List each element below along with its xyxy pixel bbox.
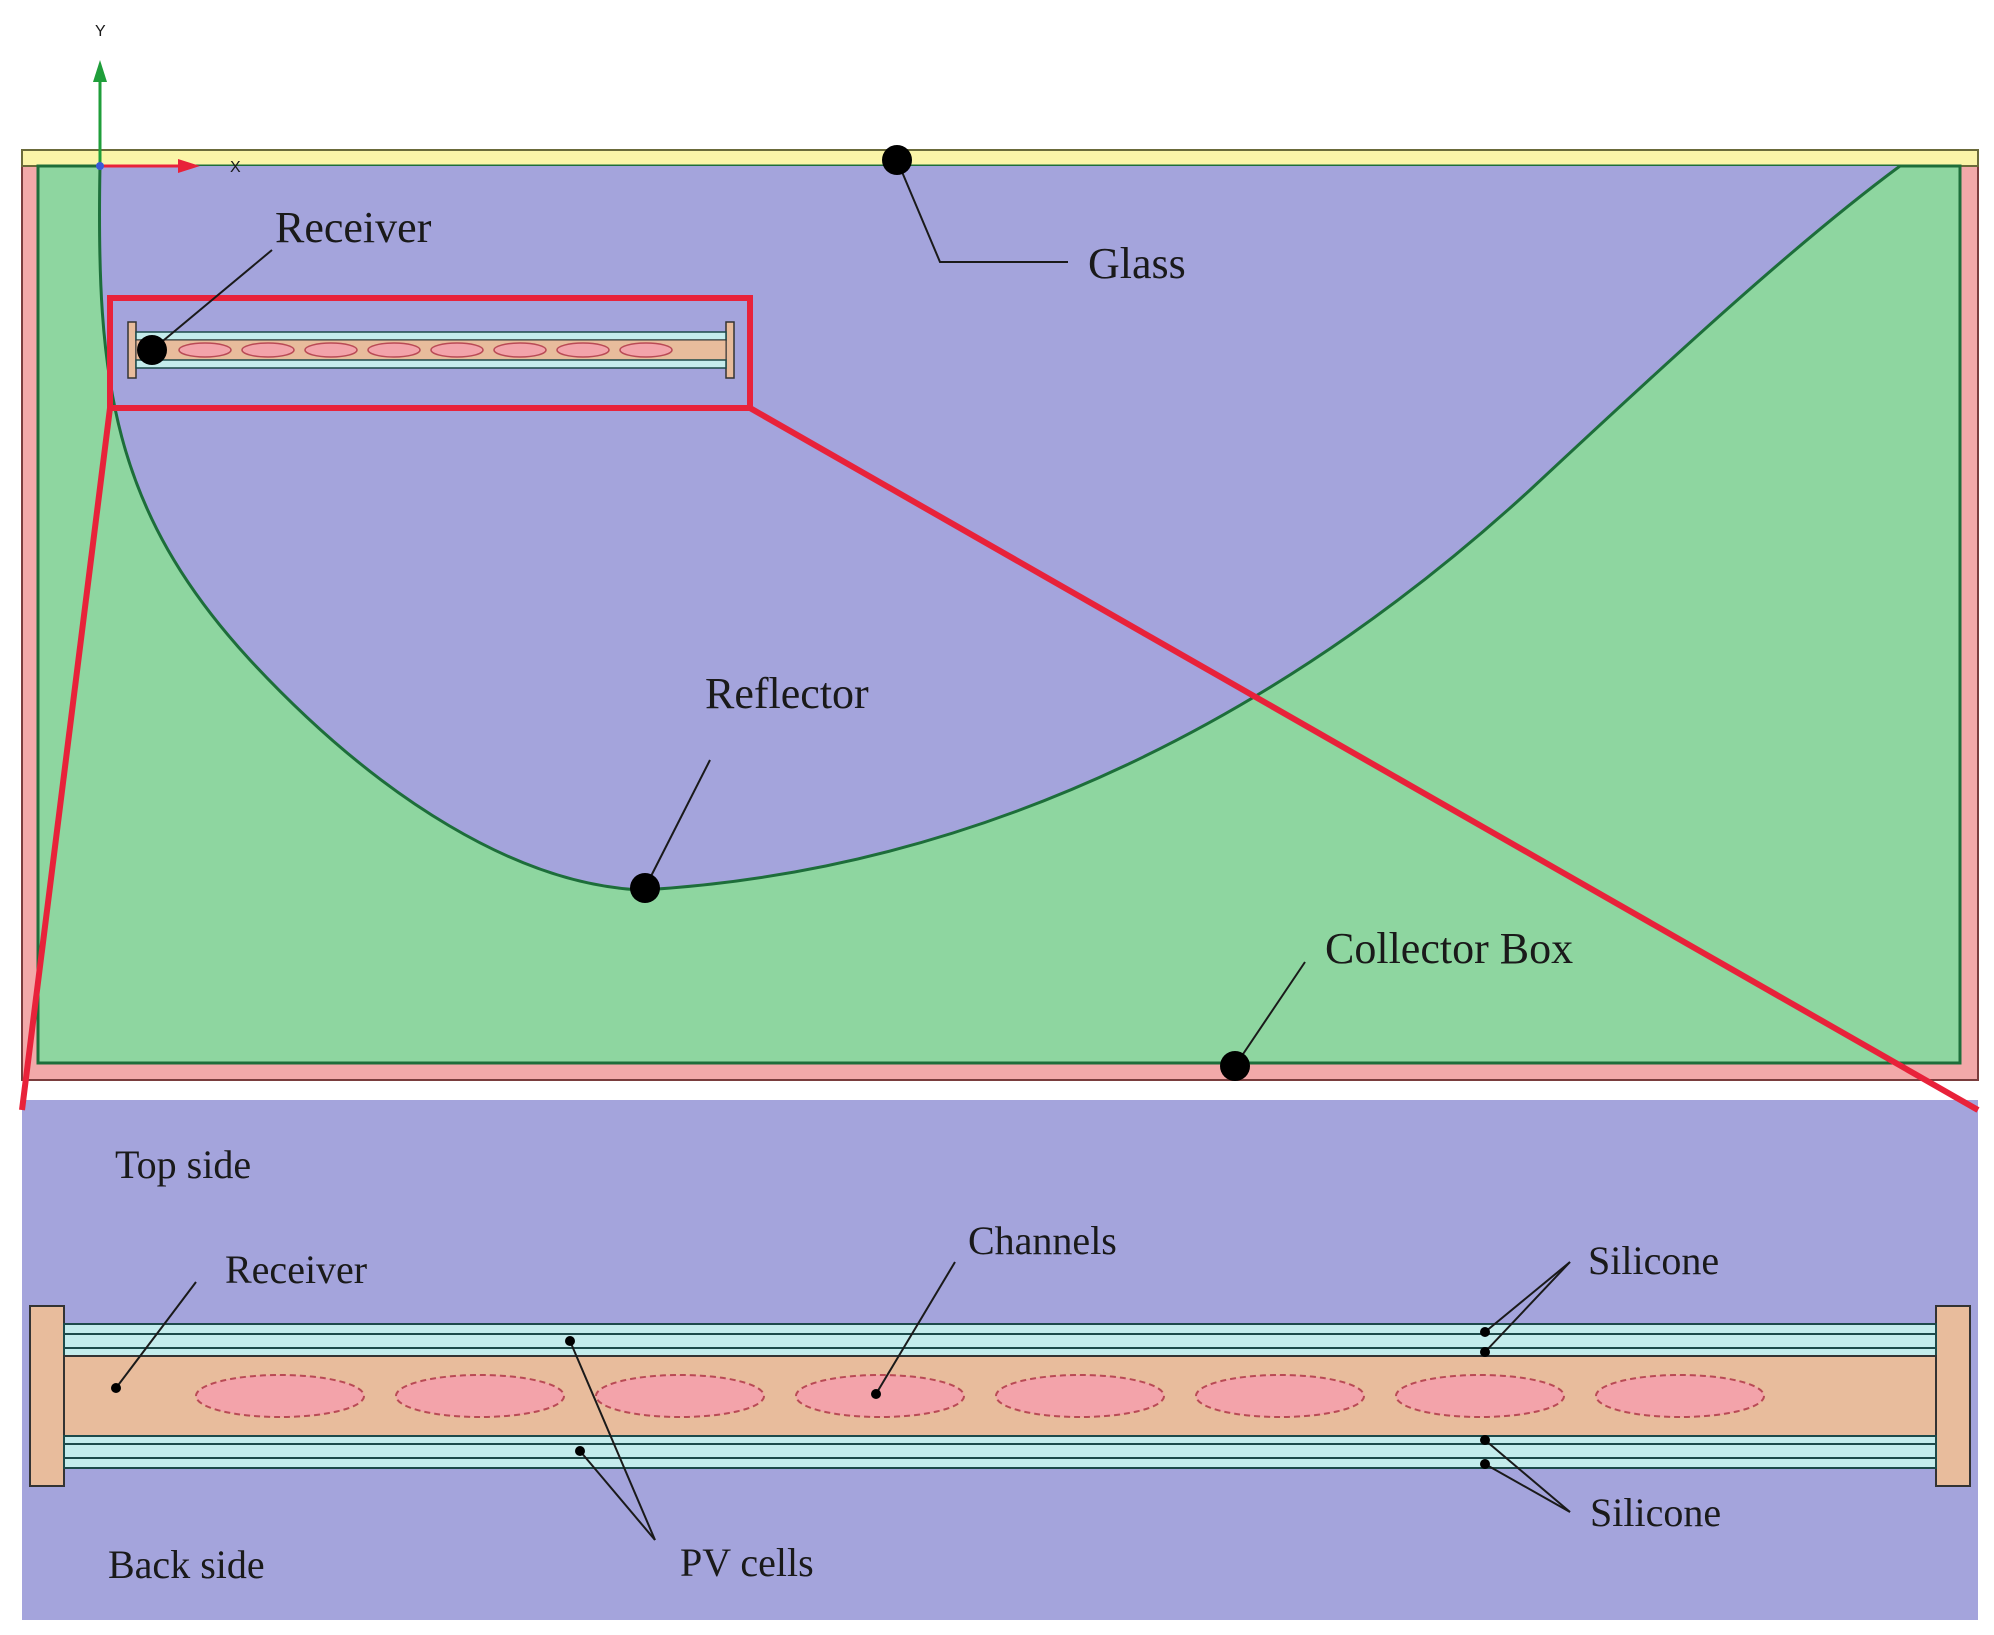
small-channel-ellipse-1 [178, 342, 232, 358]
zoom-highlight-box [107, 295, 753, 411]
detail-annotations [111, 1261, 1571, 1541]
label-receiver-detail: Receiver [225, 1247, 367, 1292]
channels-leader [875, 1261, 956, 1395]
x-axis-arrow-icon [178, 159, 200, 173]
channel-ellipse-8 [1595, 1374, 1765, 1418]
silicone-bottom-dot-1 [1480, 1435, 1490, 1445]
small-channel-ellipse-7 [556, 342, 610, 358]
axis-origin [96, 162, 104, 170]
reflector-leader [644, 759, 711, 889]
coordinate-axes: Y X [93, 23, 241, 176]
zoom-line-left [19, 407, 113, 1111]
pv-cells-top [63, 1333, 1937, 1349]
silicone-bottom-leader-2 [1484, 1463, 1571, 1513]
channels-dot [871, 1389, 881, 1399]
label-silicone-top: Silicone [1588, 1238, 1719, 1283]
glass-marker [882, 145, 912, 175]
glass-leader [896, 159, 1068, 263]
receiver-leader [151, 249, 273, 351]
pv-cells-leader-top [569, 1340, 656, 1541]
x-axis-label: X [230, 159, 241, 176]
receiver-detail-dot [111, 1383, 121, 1393]
receiver-end-cap-left [29, 1305, 65, 1487]
label-receiver-top: Receiver [275, 203, 432, 252]
small-channel-ellipse-3 [304, 342, 358, 358]
channel-ellipse-6 [1195, 1374, 1365, 1418]
zoom-line-right [748, 405, 1980, 1113]
channel-ellipse-7 [1395, 1374, 1565, 1418]
silicone-top-dot-1 [1480, 1327, 1490, 1337]
pv-cells-dot-top [565, 1336, 575, 1346]
label-reflector: Reflector [705, 669, 869, 718]
silicone-layer-bottom-inner [63, 1435, 1937, 1445]
text-labels: Receiver Glass Reflector Collector Box T… [108, 203, 1721, 1587]
receiver-end-cap-right [1935, 1305, 1971, 1487]
detail-channels-group [195, 1374, 1765, 1418]
silicone-top-dot-2 [1480, 1347, 1490, 1357]
small-channel-ellipse-5 [430, 342, 484, 358]
silicone-bottom-dot-2 [1480, 1459, 1490, 1469]
y-axis-label: Y [95, 23, 106, 40]
receiver-detail-panel [22, 1100, 1978, 1620]
reflector-curve [97, 164, 1901, 892]
label-glass: Glass [1088, 239, 1186, 288]
label-silicone-bottom: Silicone [1590, 1490, 1721, 1535]
silicone-layer-top-inner [63, 1347, 1937, 1357]
collector-box-marker [1220, 1051, 1250, 1081]
pv-cells-bottom [63, 1443, 1937, 1459]
label-pv-cells: PV cells [680, 1540, 814, 1585]
receiver-detail-leader [115, 1281, 197, 1389]
pv-cells-dot-bottom [575, 1446, 585, 1456]
top-annotations [137, 145, 1306, 1081]
silicone-top-leader-2 [1484, 1261, 1571, 1353]
small-channel-ellipse-8 [619, 342, 673, 358]
small-channel-ellipse-6 [493, 342, 547, 358]
label-back-side: Back side [108, 1542, 265, 1587]
receiver-marker [137, 335, 167, 365]
pv-cells-leader-bottom [579, 1450, 656, 1541]
glass-cover [21, 149, 1979, 167]
receiver-small [127, 321, 735, 379]
channel-ellipse-3 [595, 1374, 765, 1418]
small-channel-ellipse-2 [241, 342, 295, 358]
collector-box-leader [1234, 961, 1306, 1067]
silicone-bottom-leader-1 [1484, 1439, 1571, 1513]
small-channels-group [178, 342, 673, 358]
channel-ellipse-5 [995, 1374, 1165, 1418]
label-channels: Channels [968, 1218, 1117, 1263]
y-axis-arrow-icon [93, 60, 107, 82]
channel-ellipse-2 [395, 1374, 565, 1418]
label-top-side: Top side [115, 1142, 251, 1187]
silicone-layer-top-outer [63, 1323, 1937, 1335]
channel-ellipse-1 [195, 1374, 365, 1418]
label-collector-box: Collector Box [1325, 924, 1573, 973]
small-channel-ellipse-4 [367, 342, 421, 358]
zoom-connector-lines [19, 405, 1980, 1113]
silicone-layer-bottom-outer [63, 1457, 1937, 1469]
reflector-marker [630, 873, 660, 903]
silicone-top-leader-1 [1484, 1261, 1571, 1333]
